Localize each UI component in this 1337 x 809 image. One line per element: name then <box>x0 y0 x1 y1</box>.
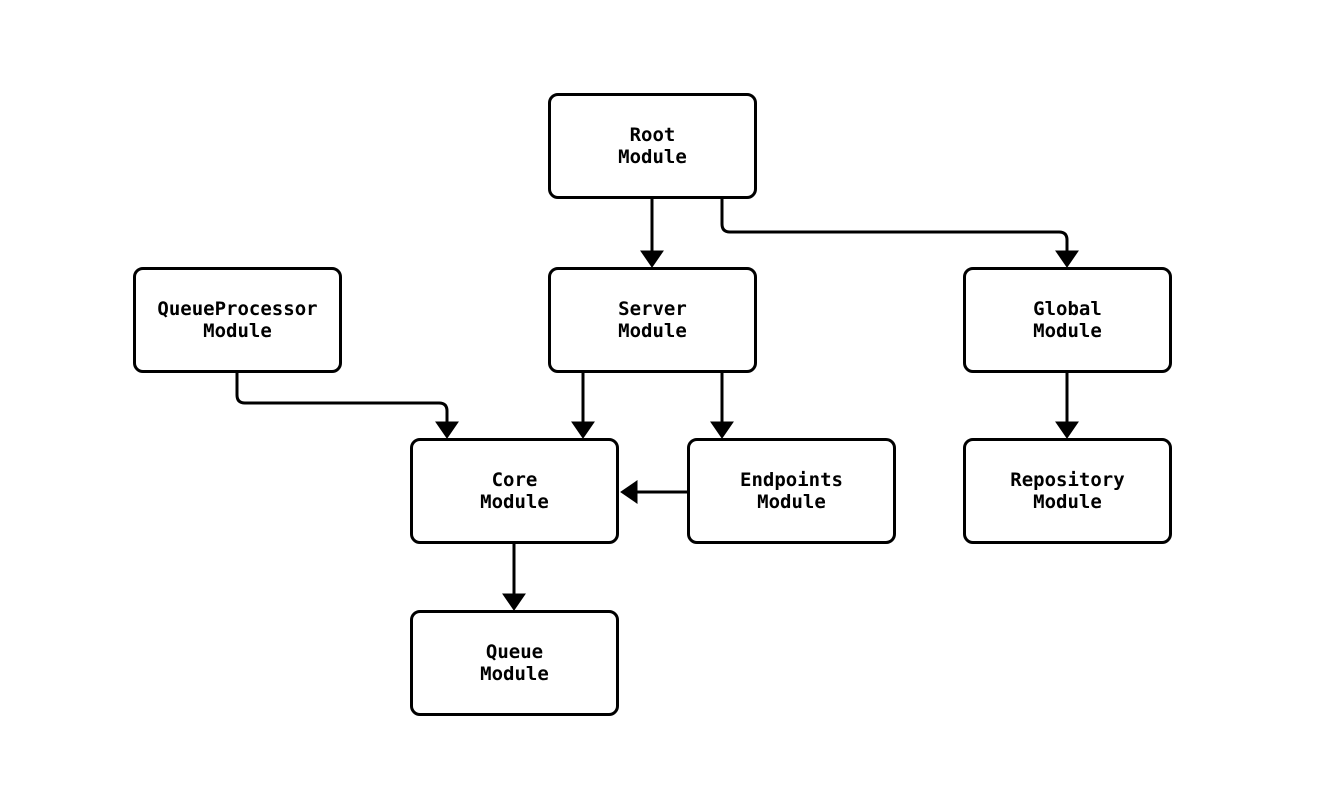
edge-queueprocessor-to-core <box>235 373 459 439</box>
node-repository-module: Repository Module <box>963 438 1172 544</box>
node-endpoints-module: Endpoints Module <box>687 438 896 544</box>
node-core-module: Core Module <box>410 438 619 544</box>
node-queueprocessor-module: QueueProcessor Module <box>133 267 342 373</box>
node-label: Core <box>491 469 538 491</box>
node-label: Endpoints <box>740 469 843 491</box>
edge-root-to-global <box>720 199 1079 268</box>
node-sublabel: Module <box>757 491 826 513</box>
edge-global-to-repository <box>1055 373 1079 439</box>
node-sublabel: Module <box>203 320 272 342</box>
edge-core-to-queue <box>502 544 526 611</box>
node-label: Global <box>1033 298 1102 320</box>
edge-server-to-core <box>571 373 595 439</box>
edge-server-to-endpoints <box>710 373 734 439</box>
node-sublabel: Module <box>618 146 687 168</box>
node-sublabel: Module <box>618 320 687 342</box>
node-global-module: Global Module <box>963 267 1172 373</box>
node-sublabel: Module <box>1033 320 1102 342</box>
node-label: QueueProcessor <box>157 298 318 320</box>
node-sublabel: Module <box>1033 491 1102 513</box>
node-label: Queue <box>485 641 544 663</box>
node-queue-module: Queue Module <box>410 610 619 716</box>
node-server-module: Server Module <box>548 267 757 373</box>
node-label: Repository <box>1010 469 1125 491</box>
node-sublabel: Module <box>480 491 549 513</box>
node-sublabel: Module <box>480 663 549 685</box>
node-label: Server <box>618 298 687 320</box>
edge-endpoints-to-core <box>620 480 687 504</box>
node-label: Root <box>629 124 676 146</box>
edge-root-to-server <box>640 199 664 268</box>
node-root-module: Root Module <box>548 93 757 199</box>
